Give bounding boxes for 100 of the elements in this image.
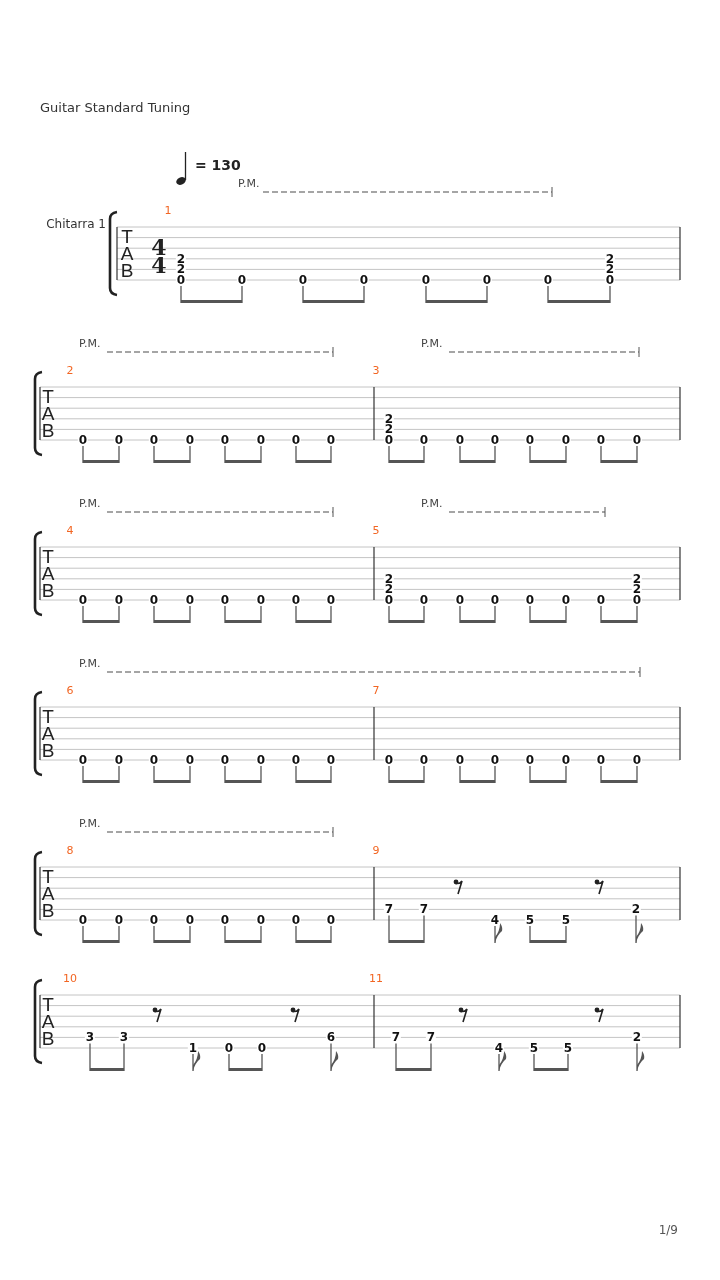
fret-number: 0 xyxy=(325,435,337,445)
fret-number: 0 xyxy=(77,915,89,925)
fret-number: 2 xyxy=(604,264,616,275)
tab-clef-letter: A xyxy=(41,884,55,902)
fret-number: 0 xyxy=(481,275,493,285)
fret-number: 0 xyxy=(489,595,501,605)
tab-clef-letter: B xyxy=(120,261,134,279)
fret-number: 2 xyxy=(383,573,395,584)
measure-number: 7 xyxy=(372,683,380,697)
fret-number: 0 xyxy=(219,595,231,605)
tab-clef-letter: T xyxy=(42,995,54,1013)
measure-number: 9 xyxy=(372,843,380,857)
fret-number: 0 xyxy=(148,595,160,605)
fret-number: 0 xyxy=(325,915,337,925)
fret-number: 0 xyxy=(290,595,302,605)
fret-number: 0 xyxy=(524,755,536,765)
palm-mute-marking: P.M. xyxy=(238,176,260,190)
measure-number: 2 xyxy=(66,363,74,377)
fret-number: 0 xyxy=(489,755,501,765)
tab-clef-letter: A xyxy=(120,244,134,262)
fret-number: 0 xyxy=(175,275,187,285)
tab-clef-letter: A xyxy=(41,404,55,422)
fret-number: 0 xyxy=(383,435,395,445)
fret-number: 0 xyxy=(325,595,337,605)
tab-clef-letter: T xyxy=(42,707,54,725)
tab-clef-letter: T xyxy=(121,227,133,245)
fret-number: 0 xyxy=(255,755,267,765)
fret-number: 0 xyxy=(184,435,196,445)
fret-number: 0 xyxy=(113,435,125,445)
fret-number: 0 xyxy=(77,755,89,765)
fret-number: 0 xyxy=(236,275,248,285)
measure-number: 1 xyxy=(164,203,172,217)
measure-number: 6 xyxy=(66,683,74,697)
palm-mute-marking: P.M. xyxy=(421,496,443,510)
fret-number: 2 xyxy=(175,264,187,275)
tab-clef-letter: A xyxy=(41,1012,55,1030)
fret-number: 0 xyxy=(223,1043,235,1053)
fret-number: 0 xyxy=(454,435,466,445)
tab-clef-letter: B xyxy=(41,581,55,599)
fret-number: 7 xyxy=(390,1032,402,1043)
tab-clef-letter: A xyxy=(41,724,55,742)
fret-number: 0 xyxy=(631,435,643,445)
fret-number: 0 xyxy=(524,435,536,445)
palm-mute-marking: P.M. xyxy=(79,496,101,510)
fret-number: 2 xyxy=(631,573,643,584)
instrument-name: Chitarra 1 xyxy=(46,217,106,231)
fret-number: 0 xyxy=(184,755,196,765)
fret-number: 0 xyxy=(595,755,607,765)
fret-number: 0 xyxy=(148,915,160,925)
fret-number: 0 xyxy=(489,435,501,445)
tab-clef-letter: T xyxy=(42,867,54,885)
tab-clef-letter: B xyxy=(41,741,55,759)
fret-number: 0 xyxy=(113,915,125,925)
fret-number: 4 xyxy=(489,915,501,925)
fret-number: 0 xyxy=(148,755,160,765)
measure-number: 4 xyxy=(66,523,74,537)
fret-number: 0 xyxy=(113,755,125,765)
fret-number: 3 xyxy=(84,1032,96,1043)
fret-number: 7 xyxy=(383,904,395,915)
fret-number: 2 xyxy=(383,424,395,435)
tab-clef-letter: A xyxy=(41,564,55,582)
tempo-marking: = 130 xyxy=(195,157,241,173)
time-signature-numeral: 4 xyxy=(151,256,167,274)
fret-number: 0 xyxy=(184,915,196,925)
measure-number: 11 xyxy=(369,971,383,985)
fret-number: 0 xyxy=(560,755,572,765)
fret-number: 0 xyxy=(524,595,536,605)
fret-number: 0 xyxy=(255,435,267,445)
fret-number: 0 xyxy=(290,755,302,765)
fret-number: 0 xyxy=(256,1043,268,1053)
fret-number: 7 xyxy=(418,904,430,915)
palm-mute-marking: P.M. xyxy=(79,336,101,350)
fret-number: 0 xyxy=(255,595,267,605)
measure-number: 10 xyxy=(63,971,77,985)
measure-number: 3 xyxy=(372,363,380,377)
fret-number: 0 xyxy=(77,435,89,445)
fret-number: 0 xyxy=(255,915,267,925)
fret-number: 5 xyxy=(562,1043,574,1053)
fret-number: 0 xyxy=(219,435,231,445)
fret-number: 0 xyxy=(454,755,466,765)
fret-number: 7 xyxy=(425,1032,437,1043)
fret-number: 0 xyxy=(290,435,302,445)
fret-number: 5 xyxy=(528,1043,540,1053)
fret-number: 3 xyxy=(118,1032,130,1043)
fret-number: 2 xyxy=(630,904,642,915)
fret-number: 0 xyxy=(383,595,395,605)
fret-number: 0 xyxy=(595,595,607,605)
fret-number: 0 xyxy=(418,435,430,445)
fret-number: 2 xyxy=(383,584,395,595)
fret-number: 2 xyxy=(383,413,395,424)
fret-number: 0 xyxy=(77,595,89,605)
fret-number: 2 xyxy=(175,253,187,264)
fret-number: 0 xyxy=(184,595,196,605)
fret-number: 0 xyxy=(560,595,572,605)
tab-clef-letter: B xyxy=(41,421,55,439)
fret-number: 0 xyxy=(113,595,125,605)
page-number: 1/9 xyxy=(658,1223,678,1237)
palm-mute-marking: P.M. xyxy=(79,656,101,670)
fret-number: 0 xyxy=(631,595,643,605)
palm-mute-marking: P.M. xyxy=(421,336,443,350)
